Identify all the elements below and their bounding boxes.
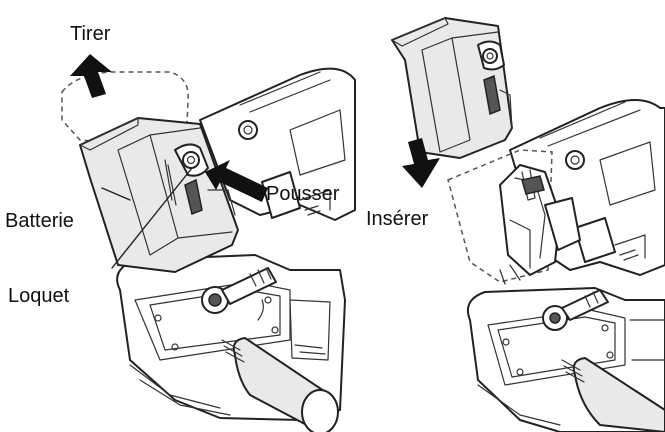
insert-arrow <box>402 138 440 188</box>
handle-right <box>561 357 665 432</box>
battery-left <box>79 117 239 273</box>
battery-mount <box>499 164 581 285</box>
tool-body-right <box>466 99 665 432</box>
latch-label: Loquet <box>8 285 70 307</box>
battery-ghost-outline <box>61 71 189 151</box>
insert-label: Insérer <box>366 208 429 230</box>
battery-slot-ghost-outline <box>447 149 553 283</box>
right-panel-insert: Insérer <box>366 17 665 432</box>
left-panel-remove: Tirer Pousser Batterie Loquet <box>5 23 356 432</box>
push-label: Pousser <box>266 183 340 205</box>
battery-right <box>391 17 513 159</box>
battery-leader-line <box>101 187 131 201</box>
handle-left <box>221 337 339 432</box>
battery-label: Batterie <box>5 210 74 232</box>
push-arrow <box>205 160 268 202</box>
latch-leader-line <box>111 167 193 269</box>
pull-arrow <box>70 54 112 98</box>
pull-label: Tirer <box>70 23 111 45</box>
